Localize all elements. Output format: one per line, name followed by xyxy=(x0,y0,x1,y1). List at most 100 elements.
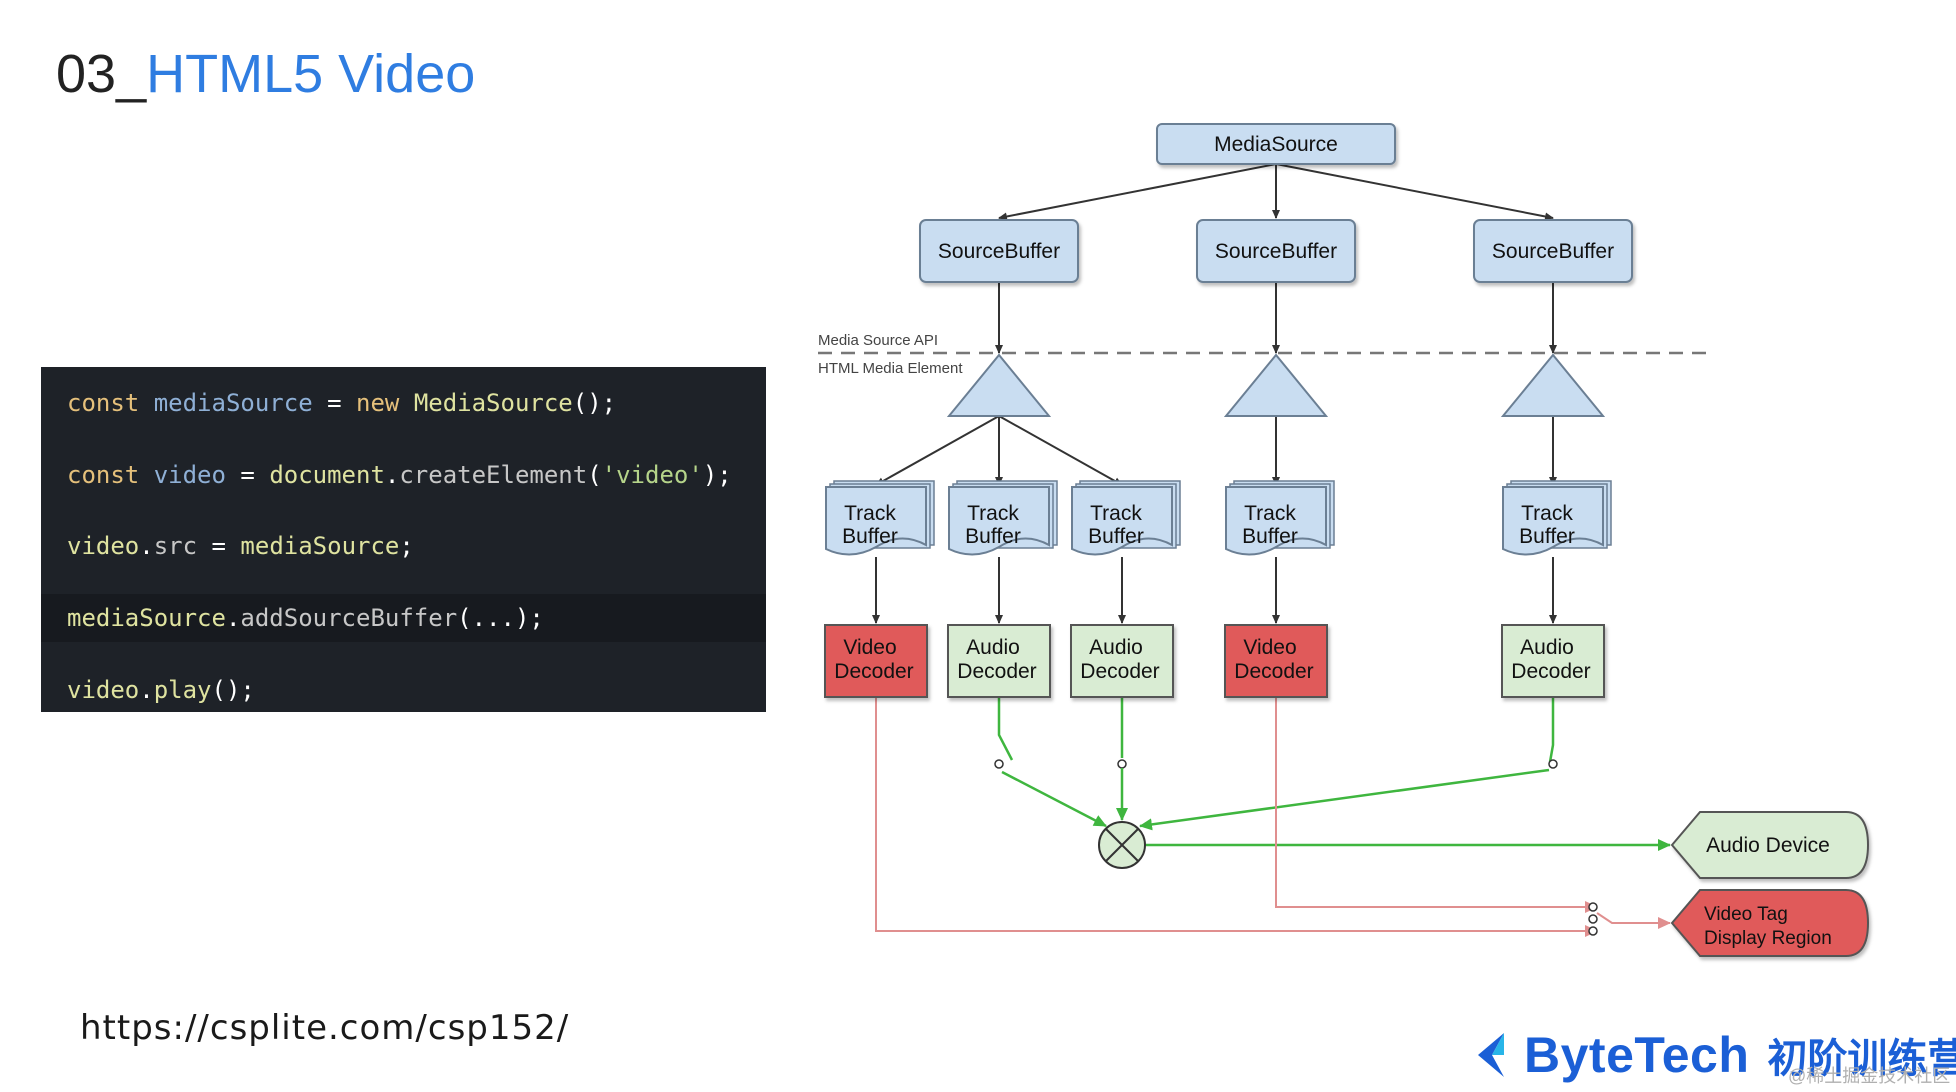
audio-device-node: Audio Device xyxy=(1670,811,1870,879)
track-buffer-shape xyxy=(1225,486,1327,556)
track-buffer-shape xyxy=(948,486,1050,556)
section-number: 03_ xyxy=(56,44,147,104)
code-token: . xyxy=(139,676,154,704)
code-token: new xyxy=(356,389,414,417)
code-token: ; xyxy=(399,532,414,560)
audio-device-label: Audio Device xyxy=(1706,834,1830,857)
track-buffers: TrackBufferTrackBufferTrackBufferTrackBu… xyxy=(825,480,1612,556)
code-token: mediaSource xyxy=(67,604,226,632)
decoder-label-line-1: Video xyxy=(1243,636,1296,659)
code-token: (); xyxy=(572,389,617,417)
code-token: video xyxy=(67,532,140,560)
switch-node xyxy=(1117,759,1127,769)
decoder-box xyxy=(1070,624,1174,698)
track-buffer-label-line-1: Track xyxy=(1244,502,1296,525)
video-tag-label-line-2: Display Region xyxy=(1704,928,1832,949)
section-title: HTML5 Video xyxy=(146,44,476,104)
decoder-box xyxy=(1224,624,1328,698)
code-block: const mediaSource = new MediaSource();co… xyxy=(41,367,766,712)
decoder-label-line-1: Video xyxy=(843,636,896,659)
track-buffer-label-line-2: Buffer xyxy=(1242,525,1298,548)
decoder-label-line-1: Audio xyxy=(966,636,1020,659)
flow-arrow xyxy=(998,415,1123,486)
audio-path xyxy=(1548,697,1555,763)
source-buffer-label: SourceBuffer xyxy=(1492,240,1614,263)
video-flow-arrow xyxy=(1275,697,1598,913)
code-token: 'video' xyxy=(601,461,703,489)
code-token: play xyxy=(153,676,212,704)
demuxer-triangle-1 xyxy=(946,353,1052,417)
source-buffer-node-3: SourceBuffer xyxy=(1473,219,1633,283)
code-token: (); xyxy=(211,676,255,704)
switch-node xyxy=(1588,926,1598,936)
video-tag-label-line-1: Video Tag xyxy=(1704,904,1788,925)
reference-url[interactable]: https://csplite.com/csp152/ xyxy=(80,1008,570,1048)
code-token: = xyxy=(225,461,270,489)
track-buffer-shape xyxy=(1071,486,1173,556)
bytetech-logo-icon xyxy=(1478,1033,1504,1077)
code-token: ); xyxy=(702,461,732,489)
code-token: src xyxy=(153,532,198,560)
code-token: = xyxy=(197,532,241,560)
decoder-label-line-2: Decoder xyxy=(1511,660,1590,683)
code-token: video xyxy=(67,676,140,704)
track-buffer-label-line-2: Buffer xyxy=(1519,525,1575,548)
decoders: VideoDecoderAudioDecoderAudioDecoderVide… xyxy=(824,624,1605,698)
brand-logo: ByteTech 初阶训练营 xyxy=(1474,1022,1956,1088)
media-source-node: MediaSource xyxy=(1156,123,1396,165)
code-token: mediaSource xyxy=(153,389,313,417)
watermark: @稀土掘金技术社区 xyxy=(1788,1066,1951,1086)
brand-name: ByteTech xyxy=(1524,1027,1750,1083)
demuxer-triangle-2 xyxy=(1223,353,1329,417)
source-buffer-node-2: SourceBuffer xyxy=(1196,219,1356,283)
flow-arrow xyxy=(1275,163,1554,221)
demuxer-triangle-3 xyxy=(1500,353,1606,417)
code-token: document xyxy=(269,461,385,489)
api-label-bottom: HTML Media Element xyxy=(818,360,963,377)
decoder-label-line-1: Audio xyxy=(1520,636,1574,659)
decoder-label-line-1: Audio xyxy=(1089,636,1143,659)
audio-flow-arrow xyxy=(1001,770,1107,828)
code-token: addSourceBuffer xyxy=(240,604,458,632)
code-token: (...); xyxy=(457,604,544,632)
media-source-label: MediaSource xyxy=(1214,133,1338,156)
decoder-box xyxy=(824,624,928,698)
video-tag-node: Video Tag Display Region xyxy=(1670,889,1870,957)
code-line: video.play(); xyxy=(41,666,766,714)
audio-mixer-node xyxy=(1098,821,1146,869)
brand-subtitle: 初阶训练营 xyxy=(1767,1037,1956,1081)
track-buffer-label-line-1: Track xyxy=(1521,502,1573,525)
code-token: . xyxy=(225,604,241,632)
page-title: 03_HTML5 Video xyxy=(56,38,475,110)
api-label-top: Media Source API xyxy=(818,332,938,349)
video-flow-arrow xyxy=(1596,912,1671,929)
source-buffer-label: SourceBuffer xyxy=(1215,240,1337,263)
switch-node xyxy=(1548,759,1558,769)
video-flow-arrow xyxy=(875,697,1598,937)
code-token: . xyxy=(139,532,154,560)
code-token: = xyxy=(312,389,357,417)
diagram-edges xyxy=(872,163,1671,937)
decoder-label-line-2: Decoder xyxy=(1080,660,1159,683)
track-buffer-shape xyxy=(1502,486,1604,556)
switch-node xyxy=(1588,914,1598,924)
source-buffer-node-1: SourceBuffer xyxy=(919,219,1079,283)
track-buffer-label-line-1: Track xyxy=(844,502,896,525)
track-buffer-label-line-1: Track xyxy=(1090,502,1142,525)
track-buffer-shape xyxy=(825,486,927,556)
flow-arrow xyxy=(875,415,1000,486)
code-line: const video = document.createElement('vi… xyxy=(41,451,766,499)
source-buffer-label: SourceBuffer xyxy=(938,240,1060,263)
code-token: createElement xyxy=(399,461,588,489)
decoder-label-line-2: Decoder xyxy=(1234,660,1313,683)
